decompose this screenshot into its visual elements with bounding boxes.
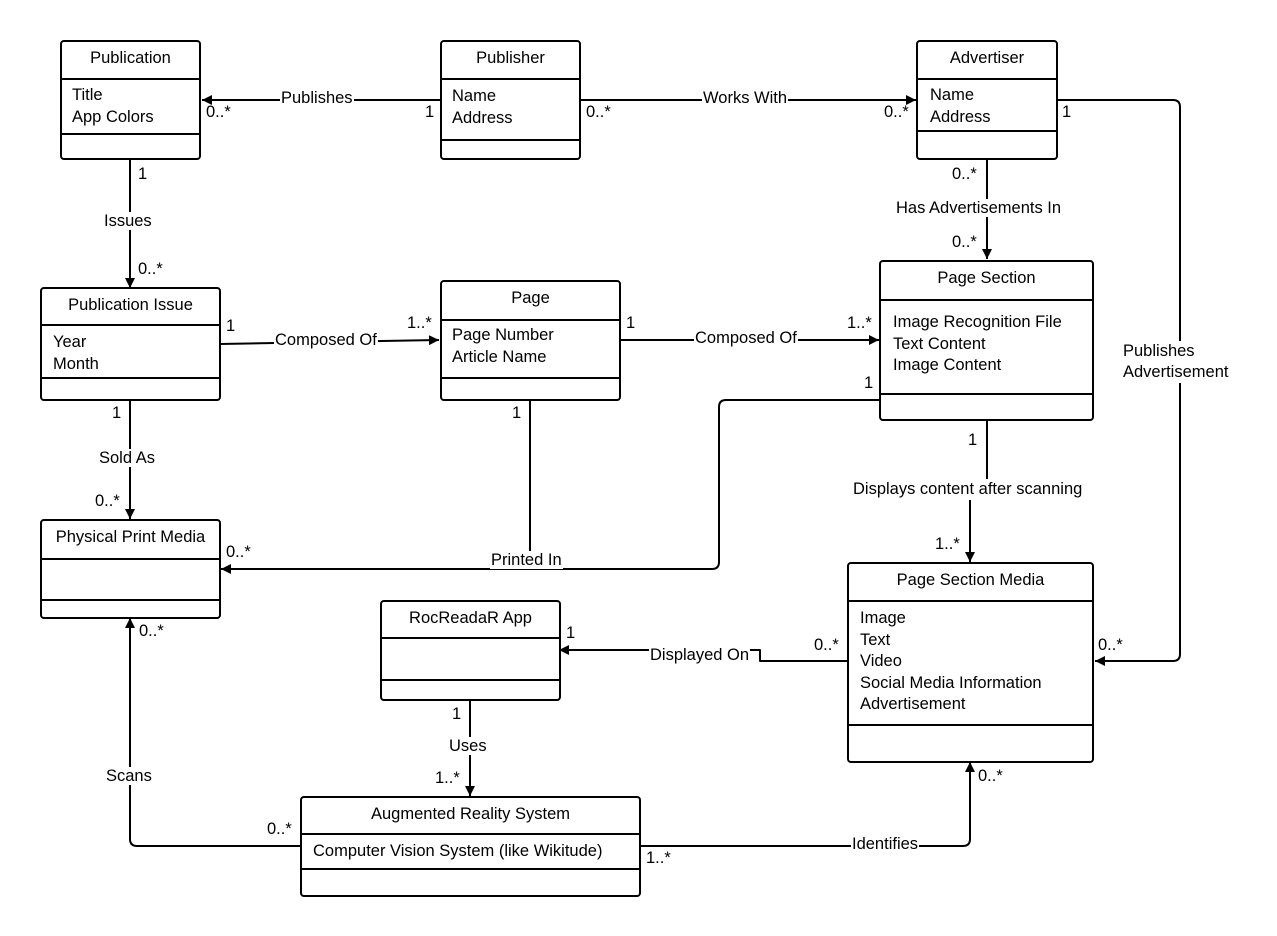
mult-composed-of-2-section: 1..* (847, 314, 872, 332)
mult-displays-content-section: 1 (968, 431, 978, 449)
label-publishes: Publishes (280, 89, 354, 107)
mult-printed-in-page: 1 (512, 404, 522, 422)
attribute: App Colors (72, 107, 154, 126)
mult-works-with-advertiser: 0..* (884, 103, 909, 121)
class-publisher: Publisher Name Address (440, 40, 581, 160)
attribute: Text (860, 630, 891, 649)
label-composed-of-2: Composed Of (694, 329, 798, 347)
mult-publishes-publication: 0..* (206, 103, 231, 121)
attribute: Video (860, 652, 902, 670)
mult-uses-app: 1 (452, 705, 462, 723)
class-name: Page Section Media (896, 571, 1045, 589)
class-name: Publication (90, 49, 171, 67)
attribute: Name (452, 87, 497, 105)
mult-printed-in-section: 1 (864, 374, 874, 392)
class-augmented-reality-system: Augmented Reality System Computer Vision… (300, 796, 641, 897)
identifies-line (640, 762, 975, 847)
label-uses: Uses (448, 737, 488, 755)
mult-has-ads-section: 0..* (952, 233, 977, 251)
label-publishes-advertisement: Publishes Advertisement (1122, 341, 1230, 383)
label-scans: Scans (105, 767, 153, 785)
mult-publishes-publisher: 1 (425, 103, 435, 121)
mult-publishes-ad-advertiser: 1 (1062, 103, 1072, 121)
printed-in-line (221, 399, 880, 574)
class-page-section: Page Section Image Recognition File Text… (879, 260, 1094, 421)
attribute: Name (930, 86, 975, 104)
label-works-with: Works With (702, 89, 789, 107)
mult-displays-content-media: 1..* (935, 535, 960, 553)
label-has-ads-in: Has Advertisements In (895, 199, 1063, 217)
mult-sold-as-media: 0..* (95, 492, 120, 510)
attribute: Image (860, 609, 906, 627)
mult-identifies-ar: 1..* (646, 849, 671, 867)
mult-scans-ar: 0..* (267, 820, 292, 838)
mult-composed-of-2-page: 1 (626, 314, 636, 332)
mult-identifies-media: 0..* (978, 767, 1003, 785)
mult-sold-as-issue: 1 (112, 404, 122, 422)
attribute: Image Recognition File (893, 313, 1062, 331)
mult-displayed-on-app: 1 (566, 624, 576, 642)
class-rocreadar-app: RocReadaR App (380, 600, 561, 701)
mult-issues-issue: 0..* (138, 260, 163, 278)
mult-has-ads-advertiser: 0..* (952, 165, 977, 183)
attribute: Address (452, 108, 513, 127)
mult-scans-media: 0..* (139, 622, 164, 640)
attribute: Page Number (452, 326, 554, 344)
class-name: Publisher (476, 49, 545, 67)
attribute: Address (930, 107, 991, 126)
label-displays-content: Displays content after scanning (852, 480, 1084, 498)
attribute: Social Media Information (860, 673, 1042, 692)
mult-works-with-publisher: 0..* (586, 103, 611, 121)
class-publication: Publication Title App Colors (60, 40, 201, 160)
mult-issues-publication: 1 (138, 165, 148, 183)
class-page: Page Page Number Article Name (440, 280, 621, 401)
mult-composed-of-1-page: 1..* (407, 314, 432, 332)
attribute: Computer Vision System (like Wikitude) (313, 842, 603, 860)
attribute: Year (53, 333, 87, 351)
label-identifies: Identifies (851, 835, 920, 853)
label-composed-of-1: Composed Of (274, 331, 378, 349)
class-name: RocReadaR App (409, 609, 532, 627)
class-name: Publication Issue (68, 296, 193, 314)
attribute: Advertisement (860, 695, 966, 713)
mult-composed-of-1-issue: 1 (226, 317, 236, 335)
class-name: Advertiser (949, 49, 1025, 67)
class-physical-print-media: Physical Print Media (40, 519, 221, 619)
class-name: Page (511, 289, 550, 307)
attribute: Month (53, 354, 99, 373)
class-name: Page Section (937, 269, 1036, 287)
label-displayed-on: Displayed On (649, 646, 751, 664)
attribute: Text Content (893, 334, 986, 353)
attribute: Title (72, 86, 103, 104)
attribute: Article Name (452, 347, 547, 366)
label-issues: Issues (103, 212, 153, 230)
attribute: Image Content (893, 356, 1002, 374)
mult-publishes-ad-media: 0..* (1098, 636, 1123, 654)
class-page-section-media: Page Section Media Image Text Video Soci… (847, 562, 1094, 763)
mult-displayed-on-media: 0..* (814, 636, 839, 654)
label-printed-in: Printed In (490, 551, 563, 569)
class-name: Augmented Reality System (370, 805, 570, 823)
scans-line (125, 618, 300, 847)
class-name: Physical Print Media (55, 528, 206, 546)
label-sold-as: Sold As (98, 449, 156, 467)
class-advertiser: Advertiser Name Address (916, 40, 1058, 160)
mult-uses-ar: 1..* (435, 769, 460, 787)
class-publication-issue: Publication Issue Year Month (40, 287, 221, 401)
mult-printed-in-media: 0..* (226, 543, 251, 561)
